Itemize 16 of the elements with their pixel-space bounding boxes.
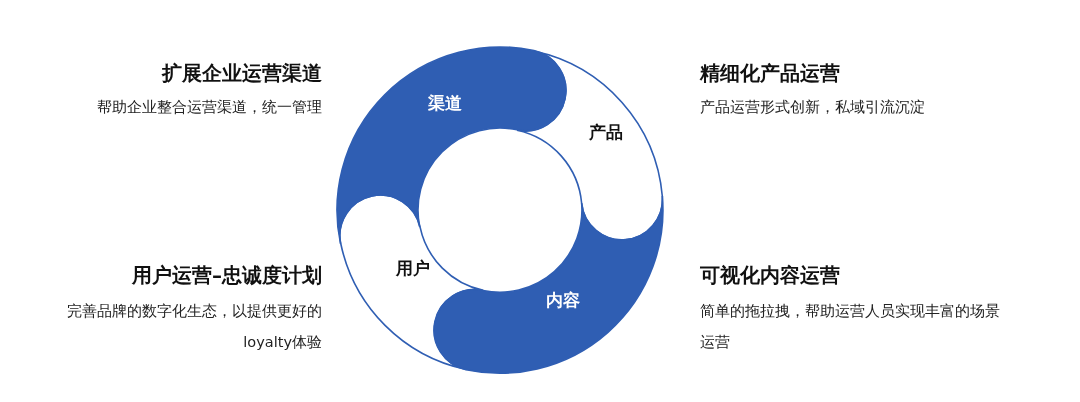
ring-segment xyxy=(516,49,664,241)
description: 帮助企业整合运营渠道，统一管理 xyxy=(97,98,322,117)
ring-segment xyxy=(338,194,484,371)
ring-segment xyxy=(336,46,567,245)
ring-segment xyxy=(433,194,664,374)
heading: 可视化内容运营 xyxy=(700,262,840,289)
heading: 扩展企业运营渠道 xyxy=(162,60,322,87)
segment-label: 产品 xyxy=(589,120,623,144)
description: 完善品牌的数字化生态，以提供更好的loyalty体验 xyxy=(66,302,322,352)
description: 产品运营形式创新，私域引流沉淀 xyxy=(700,98,925,117)
segment-label: 用户 xyxy=(396,256,430,280)
description: 简单的拖拉拽，帮助运营人员实现丰富的场景运营 xyxy=(700,302,1000,352)
heading: 用户运营–忠诚度计划 xyxy=(132,262,322,289)
segment-label: 渠道 xyxy=(428,91,462,115)
segment-label: 内容 xyxy=(546,288,580,312)
heading: 精细化产品运营 xyxy=(700,60,840,87)
